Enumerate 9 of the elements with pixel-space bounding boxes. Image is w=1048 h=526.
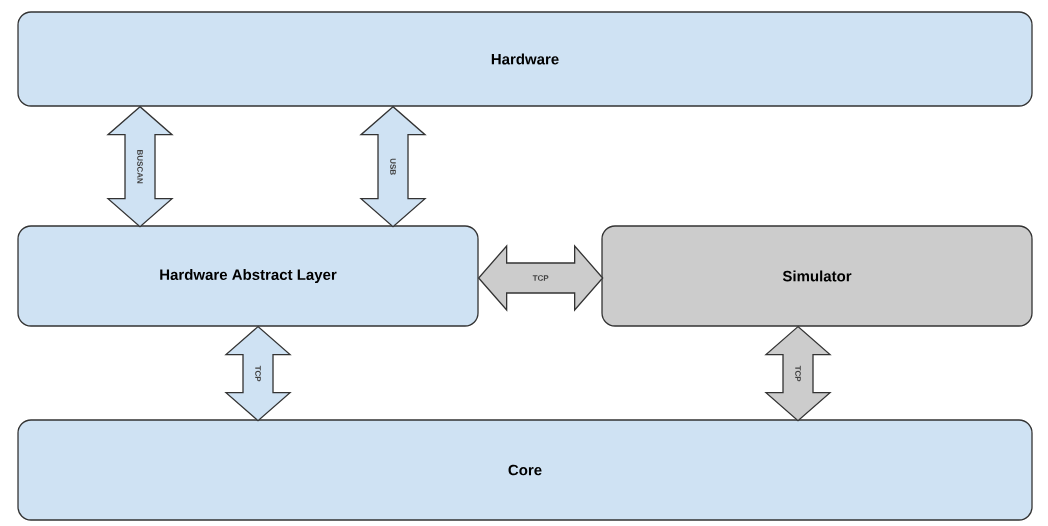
layer-box: Hardware — [17, 11, 1033, 107]
edge-label: TCP — [531, 274, 550, 282]
layer-box: Core — [17, 419, 1033, 521]
edge-label: TCP — [794, 364, 802, 383]
layer-box: Simulator — [601, 225, 1033, 327]
layer-box: Hardware Abstract Layer — [17, 225, 479, 327]
edge-label: TCP — [254, 364, 262, 383]
edge-label: USB — [389, 157, 397, 177]
edge-label: BUSCAN — [136, 148, 144, 185]
